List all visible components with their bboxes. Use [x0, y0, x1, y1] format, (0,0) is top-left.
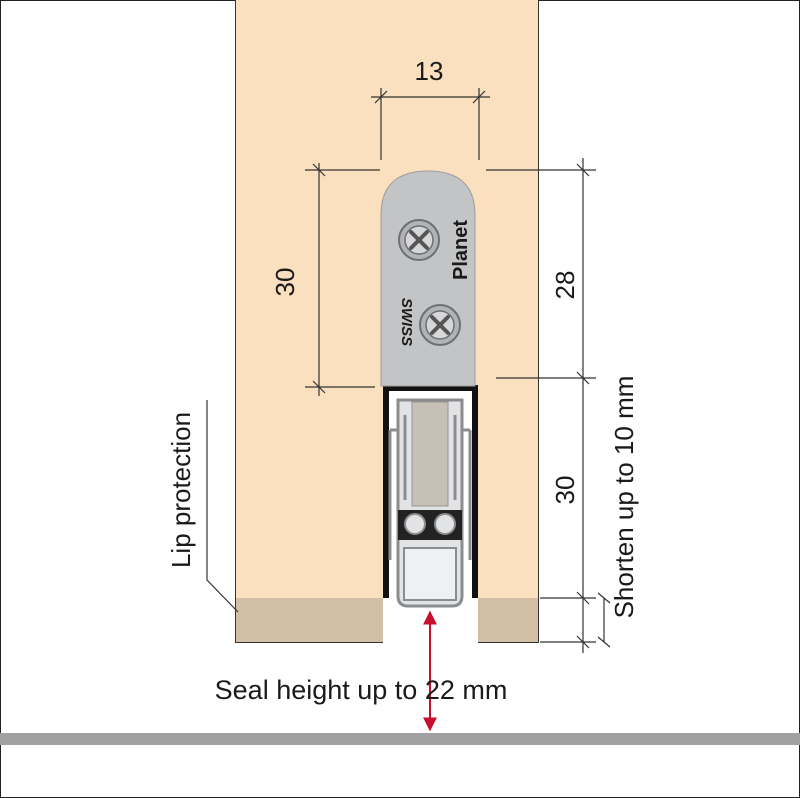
channel-wall-right: [472, 385, 478, 598]
seal-height-label: Seal height up to 22 mm: [215, 675, 508, 705]
mechanism-roller-left: [404, 513, 426, 535]
dimension-left-height-value: 30: [270, 268, 300, 297]
dimension-left-height: [305, 163, 380, 396]
dimension-top-width: [371, 88, 490, 160]
dimension-top-width-value: 13: [415, 56, 444, 86]
mechanism-roller-right: [434, 513, 456, 535]
plate-brand-swiss: SWISS: [398, 298, 415, 346]
dimension-right-upper-value: 28: [550, 271, 580, 300]
inner-profile-rail-right: [462, 428, 472, 560]
door-panel: [235, 0, 539, 643]
screw-icon: [419, 304, 461, 346]
inner-profile-rail-left: [388, 428, 398, 560]
dimension-right-side: [486, 158, 611, 653]
floor: [0, 733, 800, 745]
lip-protection-leader: [206, 400, 239, 613]
screw-icon: [398, 219, 440, 261]
dimension-right-lower-value: 30: [550, 476, 580, 505]
seal-lip: [403, 547, 457, 601]
mounting-plate: Planet SWISS: [380, 170, 476, 387]
lip-protection-label: Lip protection: [166, 412, 196, 568]
seal-channel: [383, 385, 478, 642]
plate-brand-planet: Planet: [450, 220, 472, 280]
shorten-label: Shorten up to 10 mm: [609, 376, 639, 619]
lip-protection-left: [236, 598, 383, 642]
lip-protection-right: [478, 598, 538, 642]
spring-block: [411, 401, 449, 507]
channel-top: [383, 385, 478, 391]
channel-wall-left: [383, 385, 389, 598]
